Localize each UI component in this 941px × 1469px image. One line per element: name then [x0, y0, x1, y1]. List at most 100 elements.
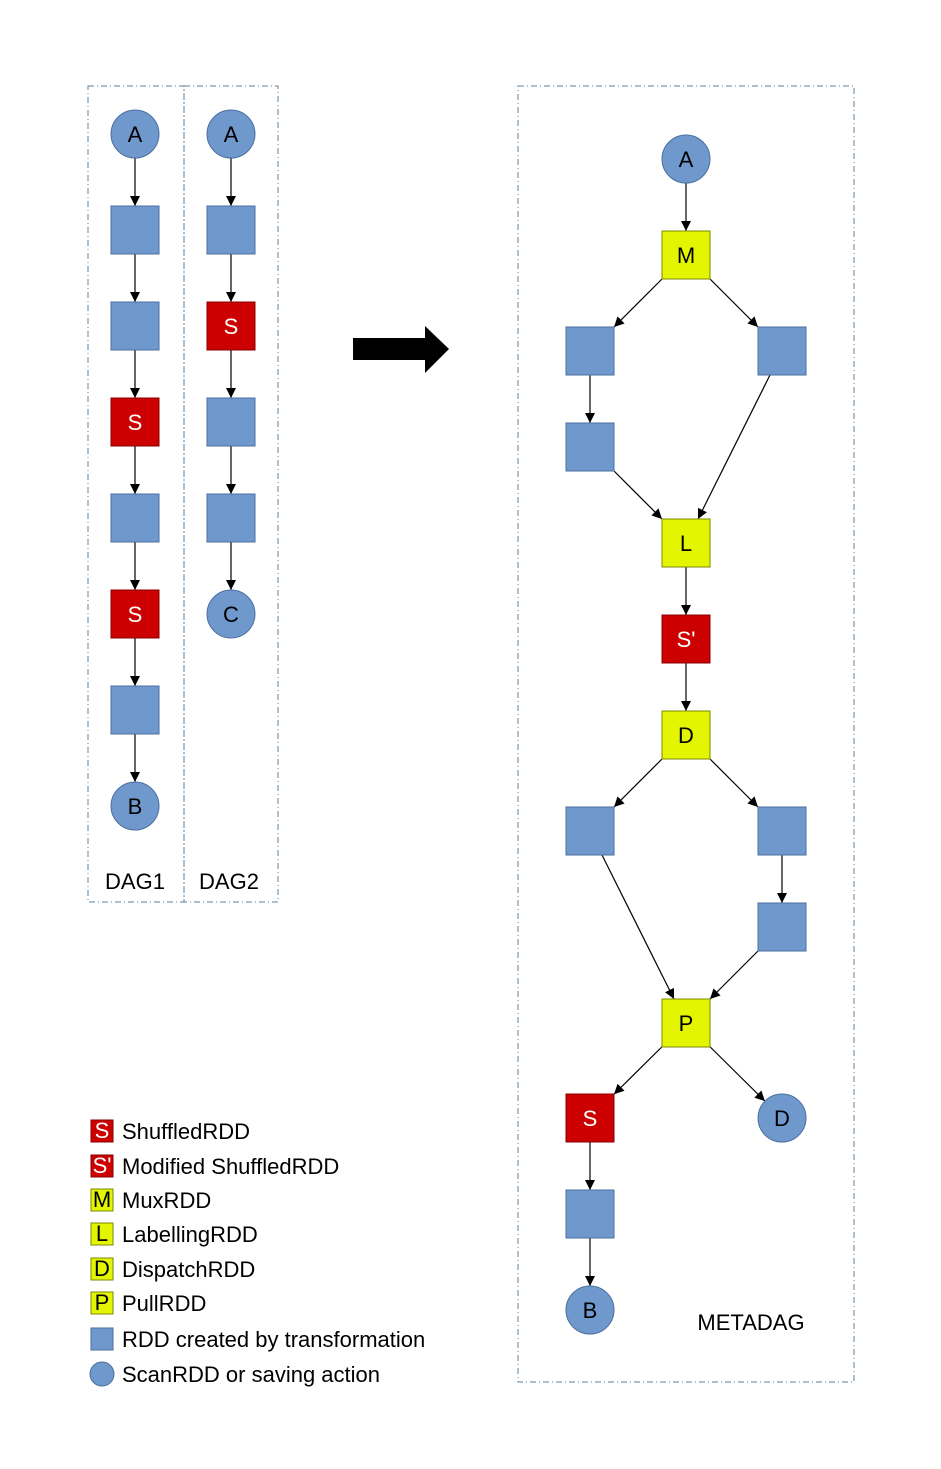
legend-swatch — [90, 1257, 114, 1281]
node-mb: B — [565, 1285, 615, 1335]
node-t2c — [206, 493, 256, 543]
node-mm-label: M — [677, 243, 695, 268]
node-c2-label: C — [223, 602, 239, 627]
node-ma: A — [661, 134, 711, 184]
edges — [130, 158, 787, 1286]
legend-label: LabellingRDD — [122, 1222, 258, 1247]
node-mtr1 — [757, 326, 807, 376]
legend-item: D DispatchRDD — [90, 1256, 255, 1282]
legend-symbol: S' — [93, 1153, 112, 1178]
legend-symbol: L — [96, 1221, 108, 1246]
node-b1-label: B — [128, 794, 143, 819]
dag2-label: DAG2 — [199, 869, 259, 894]
node-md: D — [661, 710, 711, 760]
node-t1d — [110, 685, 160, 735]
legend-label: PullRDD — [122, 1291, 206, 1316]
node-s1b-label: S — [128, 602, 143, 627]
node-ms-shape — [565, 1093, 615, 1143]
node-mdc: D — [757, 1093, 807, 1143]
edge-mtr4-to-mp — [709, 950, 759, 1000]
node-mm: M — [661, 230, 711, 280]
node-t2a-shape — [206, 205, 256, 255]
edge-mm-to-mtr1 — [709, 278, 759, 328]
node-mtl2-shape — [565, 422, 615, 472]
node-mtl1-shape — [565, 326, 615, 376]
node-msp-label: S' — [677, 627, 696, 652]
node-c2-shape — [206, 589, 256, 639]
legend-swatch — [90, 1327, 114, 1351]
node-s2: S — [206, 301, 256, 351]
node-a1-shape — [110, 109, 160, 159]
edge-mp-to-mdc — [709, 1046, 766, 1102]
node-s2-shape — [206, 301, 256, 351]
legend-swatch — [90, 1188, 114, 1212]
legend-label: MuxRDD — [122, 1188, 211, 1213]
node-md-label: D — [678, 723, 694, 748]
node-t2b — [206, 397, 256, 447]
node-md-shape — [661, 710, 711, 760]
node-mm-shape — [661, 230, 711, 280]
legend-swatch — [90, 1154, 114, 1178]
node-ml-label: L — [680, 531, 692, 556]
metadag-label: METADAG — [697, 1310, 804, 1335]
node-t1c-shape — [110, 493, 160, 543]
node-a2-shape — [206, 109, 256, 159]
node-b1: B — [110, 781, 160, 831]
legend-symbol: M — [93, 1187, 111, 1212]
node-mtl3-shape — [565, 806, 615, 856]
node-ml-shape — [661, 518, 711, 568]
edge-md-to-mtr3 — [709, 758, 759, 808]
node-ml: L — [661, 518, 711, 568]
node-s2-label: S — [224, 314, 239, 339]
node-mtr3-shape — [757, 806, 807, 856]
node-ms-label: S — [583, 1106, 598, 1131]
node-s1a-label: S — [128, 410, 143, 435]
legend-item: RDD created by transformation — [90, 1327, 425, 1352]
node-s1a: S — [110, 397, 160, 447]
node-mt5 — [565, 1189, 615, 1239]
legend-label: RDD created by transformation — [122, 1327, 425, 1352]
legend-symbol: D — [94, 1256, 110, 1281]
dag1-label: DAG1 — [105, 869, 165, 894]
edge-mtl2-to-ml — [613, 470, 663, 520]
node-s1b-shape — [110, 589, 160, 639]
node-mp: P — [661, 998, 711, 1048]
node-ma-label: A — [679, 147, 694, 172]
node-mtl3 — [565, 806, 615, 856]
node-mdc-label: D — [774, 1106, 790, 1131]
node-t1a-shape — [110, 205, 160, 255]
node-c2: C — [206, 589, 256, 639]
node-t1b — [110, 301, 160, 351]
node-t1b-shape — [110, 301, 160, 351]
edge-mm-to-mtl1 — [613, 278, 663, 328]
node-mt5-shape — [565, 1189, 615, 1239]
node-mtr3 — [757, 806, 807, 856]
nodes: A S S B A S C A M L S' D P S D B — [110, 109, 807, 1335]
node-mb-label: B — [583, 1298, 598, 1323]
legend-label: Modified ShuffledRDD — [122, 1154, 339, 1179]
node-msp: S' — [661, 614, 711, 664]
node-t1c — [110, 493, 160, 543]
legend-swatch — [89, 1361, 115, 1387]
node-mtl2 — [565, 422, 615, 472]
node-mp-shape — [661, 998, 711, 1048]
dag1-frame — [87, 85, 185, 903]
edge-md-to-mtl3 — [613, 758, 663, 808]
big-right-arrow-icon — [353, 326, 449, 373]
legend-symbol: S — [95, 1118, 110, 1143]
node-t2a — [206, 205, 256, 255]
node-ms: S — [565, 1093, 615, 1143]
legend-swatch — [90, 1119, 114, 1143]
node-mtr1-shape — [757, 326, 807, 376]
node-a1: A — [110, 109, 160, 159]
legend-label: DispatchRDD — [122, 1257, 255, 1282]
node-s1a-shape — [110, 397, 160, 447]
legend-symbol: P — [95, 1290, 110, 1315]
legend-item: ScanRDD or saving action — [89, 1361, 380, 1387]
node-a2-label: A — [224, 122, 239, 147]
legend-label: ScanRDD or saving action — [122, 1362, 380, 1387]
node-mtr4-shape — [757, 902, 807, 952]
